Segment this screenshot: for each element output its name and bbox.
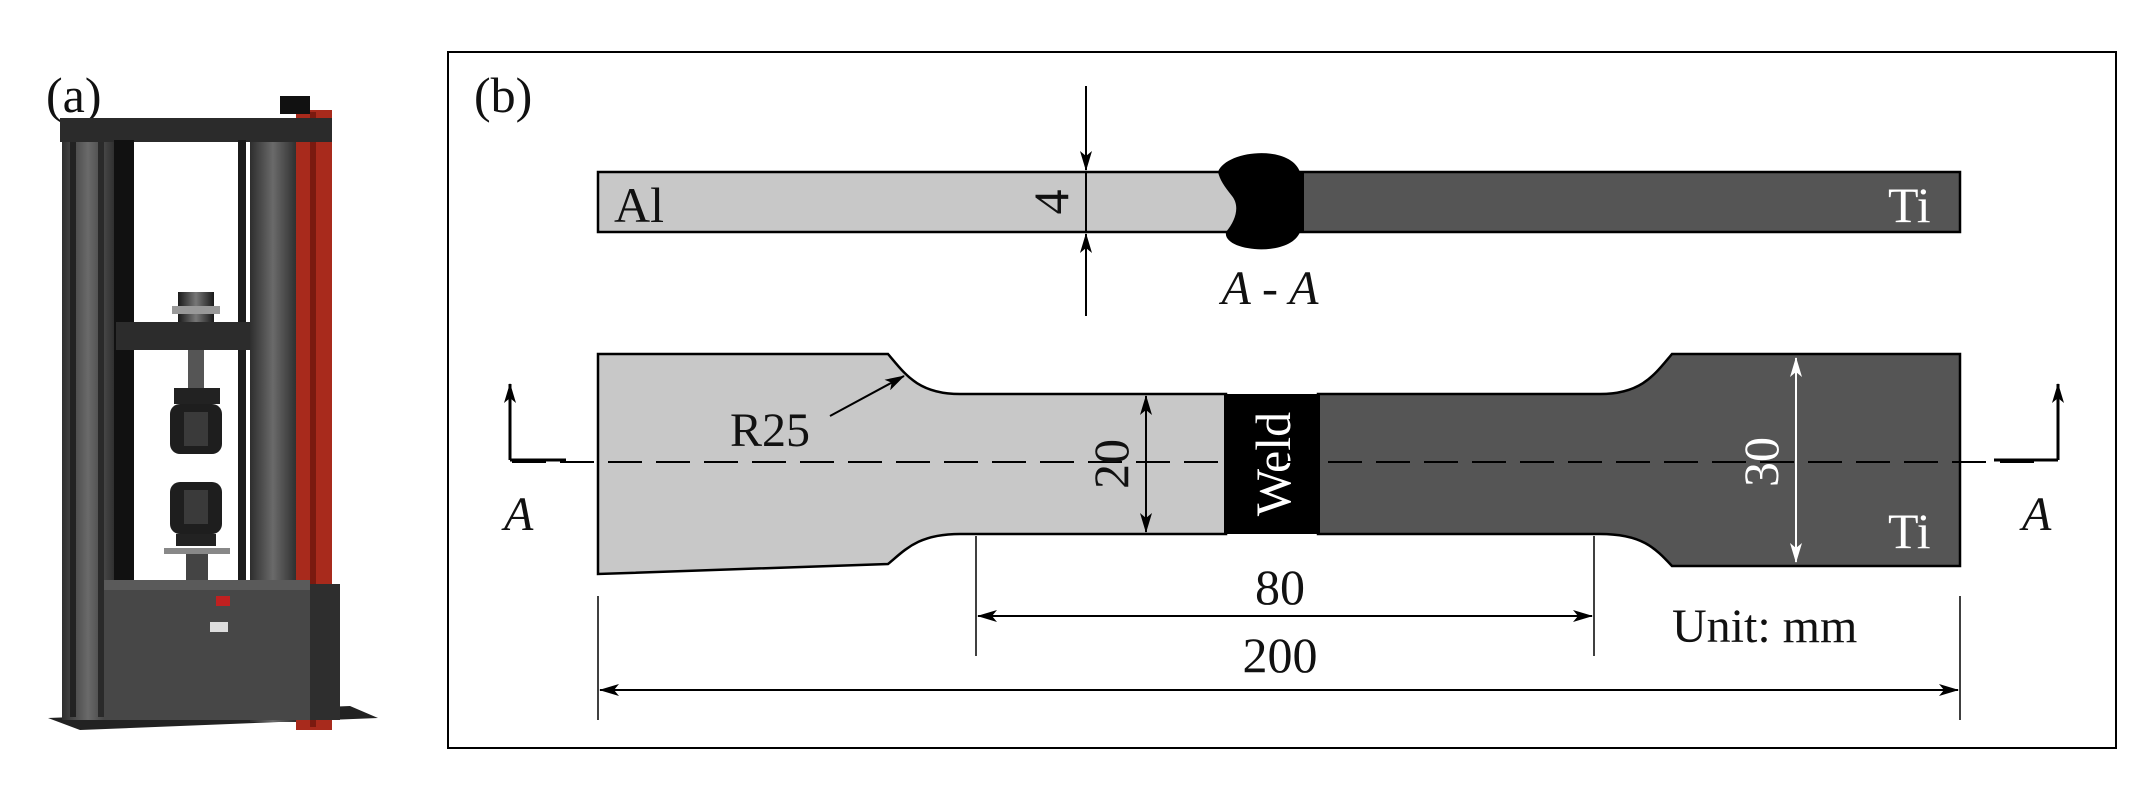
radius-leader	[829, 375, 905, 417]
panel-a-label: (a)	[46, 67, 102, 123]
section-marker-left-label: A	[501, 488, 534, 541]
tensile-testing-machine	[48, 96, 378, 730]
section-marker-right-label: A	[2019, 488, 2052, 541]
gauge-length-label: 80	[1255, 559, 1305, 615]
thickness-label: 4	[1023, 190, 1079, 215]
top-view-titanium	[1316, 352, 1962, 568]
side-view-aluminium	[596, 170, 1260, 234]
side-right-material: Ti	[1888, 177, 1931, 233]
side-view	[596, 153, 1962, 250]
top-view	[596, 352, 1962, 576]
extension-lines	[597, 536, 1961, 720]
weld-label: Weld	[1245, 412, 1301, 516]
side-view-titanium	[1256, 170, 1962, 234]
side-left-material: Al	[614, 177, 664, 233]
panel-b-label: (b)	[474, 67, 532, 123]
radius-label: R25	[730, 404, 810, 457]
gauge-width-label: 20	[1083, 439, 1139, 489]
grip-width-label: 30	[1733, 437, 1789, 487]
section-marker-right	[1994, 383, 2064, 462]
top-right-material: Ti	[1888, 503, 1931, 559]
section-marker-left	[504, 383, 566, 462]
panel-b-frame	[447, 51, 2117, 749]
top-view-weld	[1224, 394, 1320, 534]
section-label: A - A	[1219, 262, 1320, 315]
unit-label: Unit: mm	[1672, 600, 1857, 653]
side-view-weld-bead	[1218, 153, 1300, 250]
total-length-label: 200	[1243, 627, 1318, 683]
